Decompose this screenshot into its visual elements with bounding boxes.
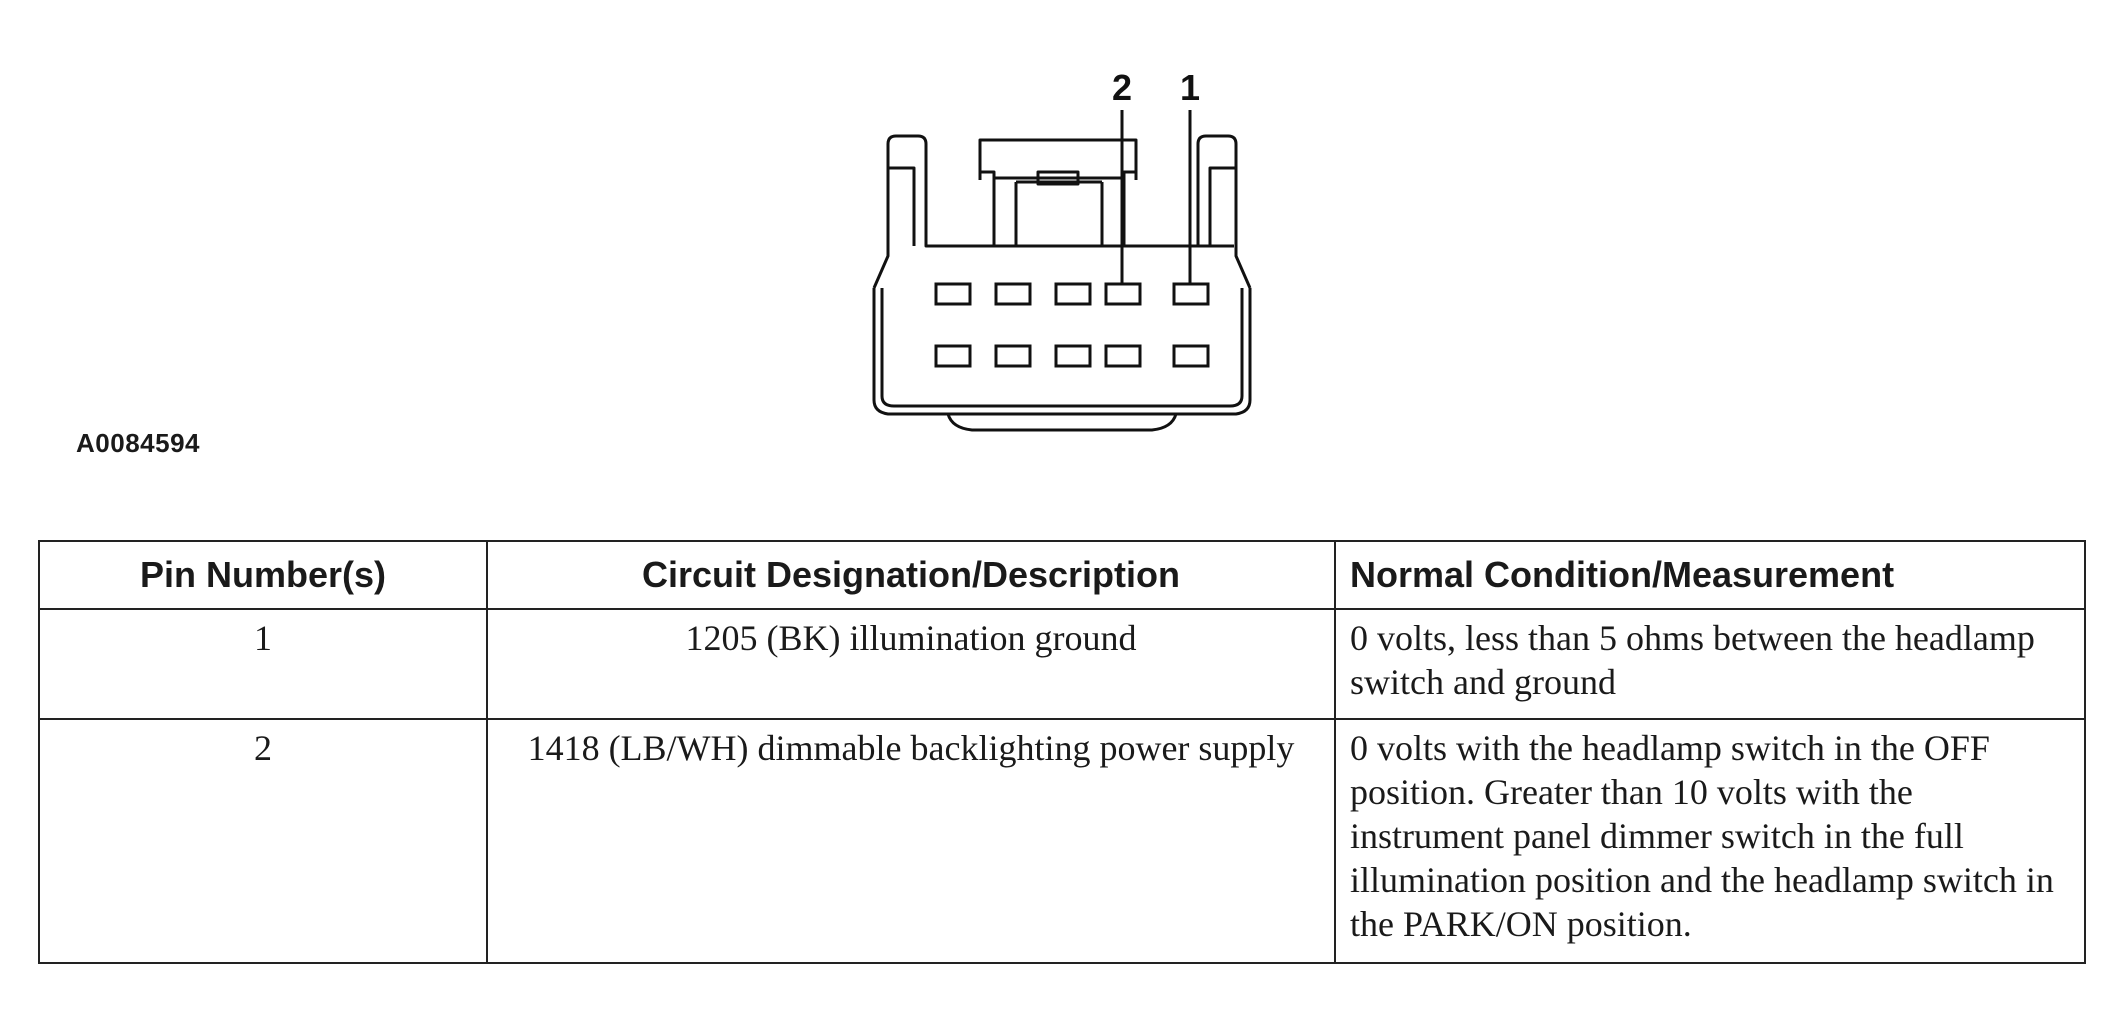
pin-cavities — [934, 282, 1210, 368]
cell-condition: 0 volts, less than 5 ohms between the he… — [1334, 608, 2086, 720]
cell-circuit: 1205 (BK) illumination ground — [486, 608, 1336, 720]
figure-id: A0084594 — [76, 428, 200, 458]
pin-2-label: 2 — [1112, 67, 1132, 108]
pin-table: Pin Number(s) Circuit Designation/Descri… — [38, 540, 2086, 964]
cell-pin: 1 — [38, 608, 488, 720]
header-circuit: Circuit Designation/Description — [486, 540, 1336, 610]
connector-diagram: 2 1 — [840, 60, 1280, 440]
cell-pin: 2 — [38, 718, 488, 964]
cell-condition: 0 volts with the headlamp switch in the … — [1334, 718, 2086, 964]
table-row: 2 1418 (LB/WH) dimmable backlighting pow… — [38, 718, 2086, 964]
connector-face-drawing: 2 1 — [872, 67, 1252, 432]
connector-housing — [872, 134, 1252, 432]
pin-1-label: 1 — [1180, 67, 1200, 108]
header-condition: Normal Condition/Measurement — [1334, 540, 2086, 610]
cell-circuit: 1418 (LB/WH) dimmable backlighting power… — [486, 718, 1336, 964]
header-pin-number: Pin Number(s) — [38, 540, 488, 610]
table-header-row: Pin Number(s) Circuit Designation/Descri… — [38, 540, 2086, 610]
table-row: 1 1205 (BK) illumination ground 0 volts,… — [38, 608, 2086, 720]
